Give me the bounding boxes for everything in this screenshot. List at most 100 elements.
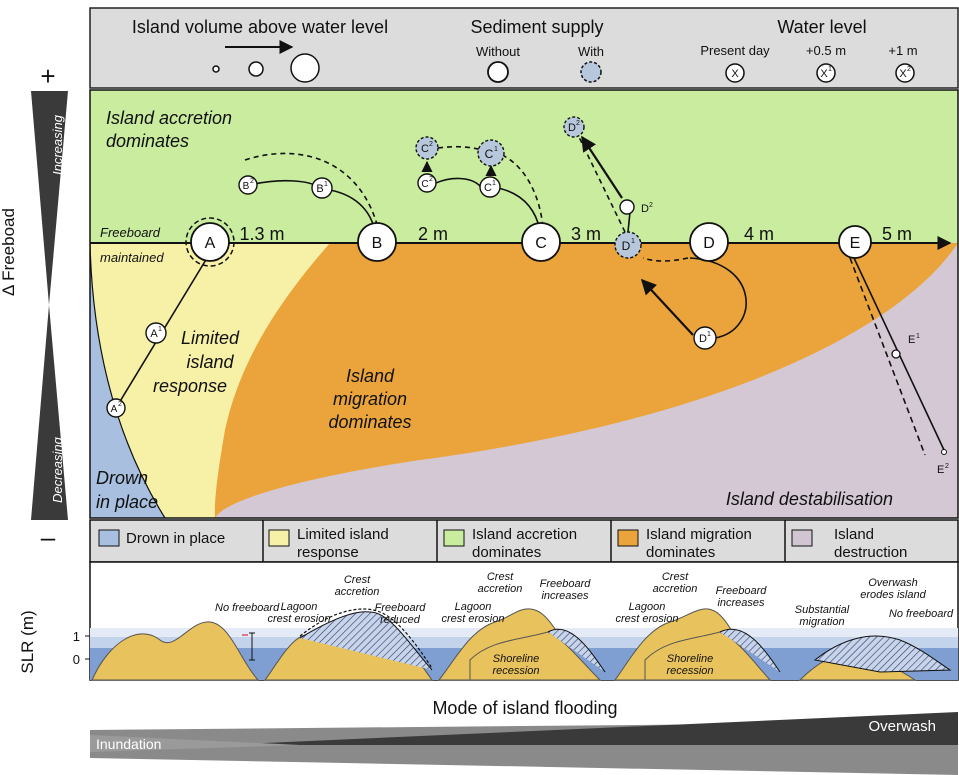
svg-text:migration: migration [799, 616, 844, 628]
axis-decreasing: Decreasing [50, 436, 65, 503]
svg-text:D: D [622, 239, 631, 253]
accretion-label-2: dominates [106, 131, 189, 151]
svg-text:1: 1 [828, 66, 832, 73]
svg-text:crest erosion: crest erosion [442, 613, 505, 625]
water-plus1-symbol: X 2 [895, 63, 915, 83]
limited-response-region [90, 243, 330, 518]
distance-d: 4 m [744, 224, 774, 244]
svg-text:A: A [111, 404, 118, 415]
category-drown: Drown in place [98, 529, 225, 547]
svg-text:response: response [297, 544, 359, 561]
decreasing-wedge [31, 305, 68, 520]
svg-text:accretion: accretion [335, 586, 380, 598]
svg-text:X: X [820, 68, 828, 80]
volume-circle-large [290, 53, 320, 83]
svg-text:Island accretion: Island accretion [472, 526, 577, 543]
island-c2-sediment: C 2 [415, 136, 439, 160]
flooding-overwash: Overwash [868, 718, 936, 735]
svg-text:Drown in place: Drown in place [126, 530, 225, 547]
flooding-title: Mode of island flooding [432, 698, 617, 718]
distance-e: 5 m [882, 224, 912, 244]
svg-text:No freeboard: No freeboard [215, 602, 280, 614]
flooding-mode: Mode of island flooding Inundation Overw… [90, 698, 958, 775]
svg-text:increases: increases [717, 597, 765, 609]
svg-text:2: 2 [118, 401, 122, 408]
svg-text:dominates: dominates [646, 544, 715, 561]
migration-label-3: dominates [328, 412, 411, 432]
flooding-inundation: Inundation [96, 736, 161, 752]
trajectory-d [577, 134, 747, 339]
profile-migration: Crest accretion Freeboard increases Lago… [614, 571, 781, 681]
profile-drown: No freeboard [91, 602, 280, 681]
svg-text:B: B [316, 183, 323, 195]
freeboard-axis: + Increasing Decreasing Δ Freeboad – [0, 61, 68, 552]
water-present-symbol: X [725, 63, 745, 83]
svg-text:1: 1 [707, 331, 711, 338]
migration-label-2: migration [333, 389, 407, 409]
island-e1-label: E 1 [908, 333, 920, 346]
svg-text:A: A [205, 235, 216, 252]
svg-text:C: C [421, 179, 428, 190]
category-destruction: Island destruction [791, 526, 907, 561]
svg-text:Island: Island [834, 526, 874, 543]
svg-text:Freeboard: Freeboard [375, 602, 427, 614]
island-b2: B 2 [238, 175, 258, 195]
distance-b: 2 m [418, 224, 448, 244]
limited-label-1: Limited [181, 328, 240, 348]
svg-text:destruction: destruction [834, 544, 907, 561]
slr-tick-0: 0 [73, 652, 80, 667]
svg-text:Shoreline: Shoreline [493, 653, 539, 665]
drown-label-1: Drown [96, 468, 148, 488]
water-plus05-symbol: X 1 [816, 63, 836, 83]
volume-circle-small [212, 65, 220, 73]
category-accretion: Island accretion dominates [443, 526, 577, 561]
svg-text:D: D [568, 122, 576, 134]
island-e: E [838, 225, 872, 259]
migration-region [90, 243, 958, 518]
distance-a: 1.3 m [239, 224, 284, 244]
svg-text:crest erosion: crest erosion [616, 613, 679, 625]
svg-text:Lagoon: Lagoon [629, 601, 666, 613]
svg-text:X: X [731, 68, 739, 80]
svg-text:crest erosion: crest erosion [268, 613, 331, 625]
svg-text:Crest: Crest [662, 571, 689, 583]
island-e2-label: E 2 [937, 463, 949, 476]
axis-plus: + [40, 61, 55, 91]
svg-text:erodes island: erodes island [860, 589, 926, 601]
svg-text:2: 2 [250, 178, 254, 185]
island-c2: C 2 [417, 173, 437, 193]
profile-destruction: Overwash erodes island Substantial migra… [795, 577, 954, 681]
svg-text:2: 2 [429, 141, 433, 148]
svg-text:D: D [699, 333, 707, 345]
legend-panel: Island volume above water level Sediment… [89, 7, 959, 89]
category-migration: Island migration dominates [617, 526, 752, 561]
svg-text:recession: recession [492, 665, 539, 677]
svg-text:1: 1 [494, 146, 498, 153]
svg-text:E: E [937, 464, 944, 476]
svg-text:Substantial: Substantial [795, 604, 850, 616]
svg-text:Freeboard: Freeboard [716, 585, 768, 597]
category-header-row: Drown in place Limited island response I… [89, 519, 959, 680]
sediment-without-label: Without [476, 44, 520, 59]
svg-text:Island migration: Island migration [646, 526, 752, 543]
slr-label: SLR (m) [18, 610, 37, 673]
increasing-wedge [31, 91, 68, 305]
profile-accretion: Crest accretion Freeboard increases Lago… [437, 571, 606, 681]
destabilisation-label: Island destabilisation [726, 489, 893, 509]
legend-volume-title: Island volume above water level [132, 17, 388, 37]
slr-tick-1: 1 [73, 629, 80, 644]
svg-text:B: B [372, 235, 383, 252]
svg-text:1: 1 [916, 333, 920, 340]
svg-text:recession: recession [666, 665, 713, 677]
water-plus05-label: +0.5 m [806, 43, 846, 58]
island-d: D [689, 222, 729, 262]
drown-label-2: in place [96, 492, 158, 512]
svg-text:Crest: Crest [487, 571, 514, 583]
legend-sediment-title: Sediment supply [470, 17, 603, 37]
svg-text:2: 2 [576, 120, 580, 127]
legend-water-title: Water level [777, 17, 866, 37]
axis-label: Δ Freeboad [0, 208, 18, 296]
svg-text:Lagoon: Lagoon [281, 601, 318, 613]
island-d2-sediment: D 2 [563, 116, 585, 138]
svg-text:C: C [421, 143, 429, 155]
